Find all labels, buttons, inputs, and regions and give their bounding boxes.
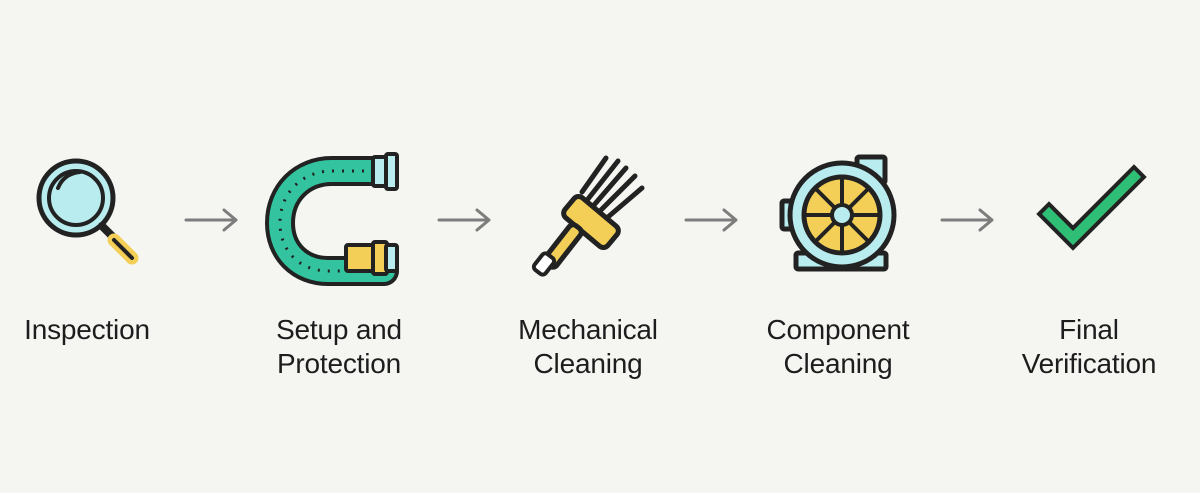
arrow-right-2 (437, 207, 495, 233)
arrow-right-3 (684, 207, 742, 233)
checkmark-icon (1036, 164, 1147, 257)
step-label-final-verification: Final Verification (1021, 314, 1157, 379)
step-label-mechanical-cleaning: Mechanical Cleaning (518, 314, 658, 379)
magnifying-glass-icon (30, 156, 150, 276)
blower-fan-icon (778, 153, 906, 278)
brush-icon (530, 150, 660, 277)
arrow-right-1 (184, 207, 242, 233)
step-label-setup-and-protection: Setup and Protection (276, 314, 402, 379)
hose-icon (264, 152, 405, 286)
arrow-right-4 (940, 207, 998, 233)
step-label-component-cleaning: Component Cleaning (766, 314, 910, 379)
step-label-inspection: Inspection (24, 314, 150, 345)
